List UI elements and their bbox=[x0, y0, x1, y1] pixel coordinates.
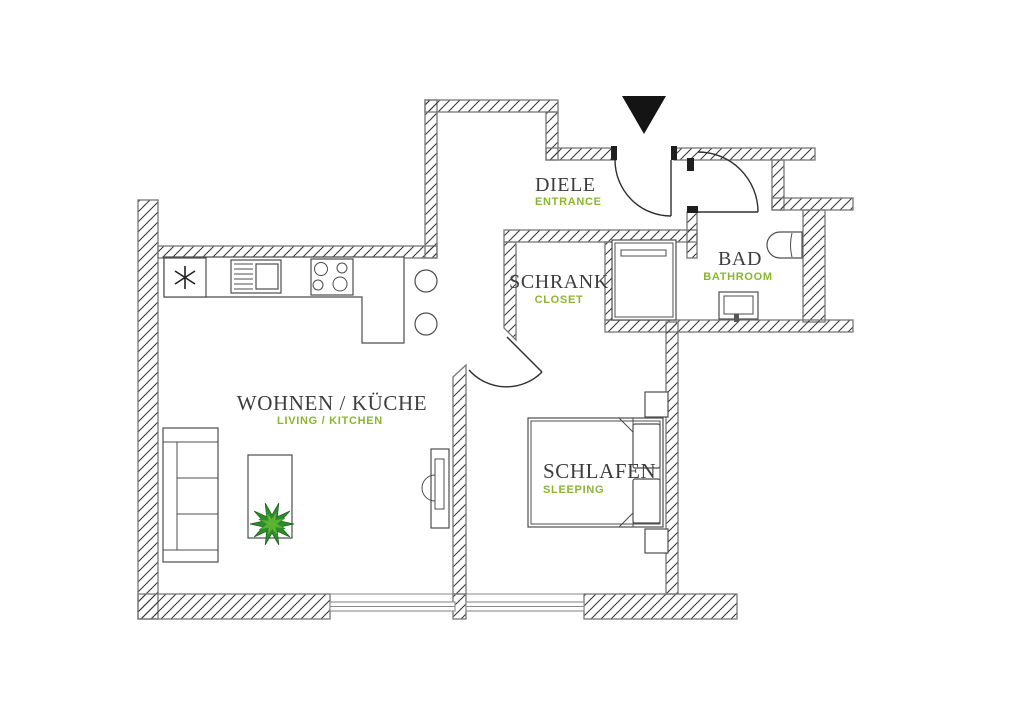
room-label-bad: BAD bbox=[718, 248, 762, 270]
bathroom-door bbox=[697, 151, 759, 213]
room-sublabel-schrank: CLOSET bbox=[535, 294, 584, 306]
sofa bbox=[162, 427, 219, 563]
wall-mounted-tv bbox=[421, 448, 450, 529]
room-labels: WOHNEN / KÜCHE LIVING / KITCHEN DIELE EN… bbox=[237, 174, 773, 496]
room-label-wohnen: WOHNEN / KÜCHE bbox=[237, 391, 427, 415]
washing-machine bbox=[611, 239, 677, 321]
door-jamb bbox=[687, 158, 694, 171]
room-sublabel-wohnen: LIVING / KITCHEN bbox=[277, 415, 383, 427]
wall-living-bedroom bbox=[452, 363, 467, 595]
bedroom-furniture bbox=[527, 391, 669, 554]
bathroom-furniture bbox=[611, 231, 803, 322]
double-bed bbox=[527, 417, 664, 528]
room-sublabel-bad: BATHROOM bbox=[703, 271, 773, 283]
entrance-arrow-icon bbox=[622, 96, 666, 134]
wall-schrank-left bbox=[503, 241, 517, 342]
blanket-fold bbox=[618, 511, 634, 528]
nightstand bbox=[644, 528, 669, 554]
bar-stool bbox=[414, 312, 438, 336]
room-label-schrank: SCHRANK bbox=[509, 271, 609, 293]
plant-leaves-inner bbox=[258, 510, 286, 538]
wall-left-exterior bbox=[137, 199, 159, 620]
windows bbox=[329, 593, 585, 612]
wall-diele-top-left bbox=[545, 147, 617, 161]
entrance-door bbox=[614, 159, 672, 217]
toilet bbox=[766, 231, 803, 259]
door-jamb bbox=[671, 146, 677, 160]
wall-bath-top bbox=[771, 197, 854, 211]
freezer-star-icon bbox=[174, 266, 196, 289]
sink-tap-icon bbox=[734, 314, 739, 322]
window bbox=[329, 593, 456, 612]
nightstand bbox=[644, 391, 669, 418]
blanket-fold bbox=[618, 417, 634, 434]
wall-bath-bottom bbox=[604, 319, 854, 333]
pillow bbox=[632, 478, 661, 524]
wall-notch-left bbox=[424, 99, 438, 259]
room-label-diele: DIELE bbox=[535, 174, 596, 196]
living-room-door bbox=[468, 336, 543, 388]
wall-diele-top-right bbox=[673, 147, 816, 161]
sink bbox=[718, 291, 759, 322]
wall-bottom-right bbox=[583, 593, 738, 620]
plant bbox=[249, 502, 295, 546]
bar-stool bbox=[414, 269, 438, 293]
room-sublabel-schlafen: SLEEPING bbox=[543, 484, 604, 496]
doors bbox=[468, 146, 759, 388]
door-jamb bbox=[687, 206, 698, 213]
walls bbox=[137, 99, 854, 620]
wall-bath-right bbox=[802, 209, 826, 323]
dishwasher-oven bbox=[230, 259, 282, 294]
wall-kitchen-top bbox=[157, 245, 438, 259]
door-jamb bbox=[611, 146, 617, 160]
room-sublabel-diele: ENTRANCE bbox=[535, 196, 602, 208]
pillow bbox=[632, 423, 661, 469]
wall-notch-top bbox=[424, 99, 559, 113]
kitchen-furniture bbox=[163, 256, 438, 344]
window bbox=[465, 593, 585, 612]
wall-bottom-left bbox=[137, 593, 331, 620]
wall-bath-door-stub bbox=[686, 211, 698, 259]
wall-bedroom-right bbox=[665, 321, 679, 595]
living-furniture bbox=[162, 427, 450, 563]
cooktop bbox=[310, 258, 354, 296]
room-label-schlafen: SCHLAFEN bbox=[543, 459, 656, 483]
